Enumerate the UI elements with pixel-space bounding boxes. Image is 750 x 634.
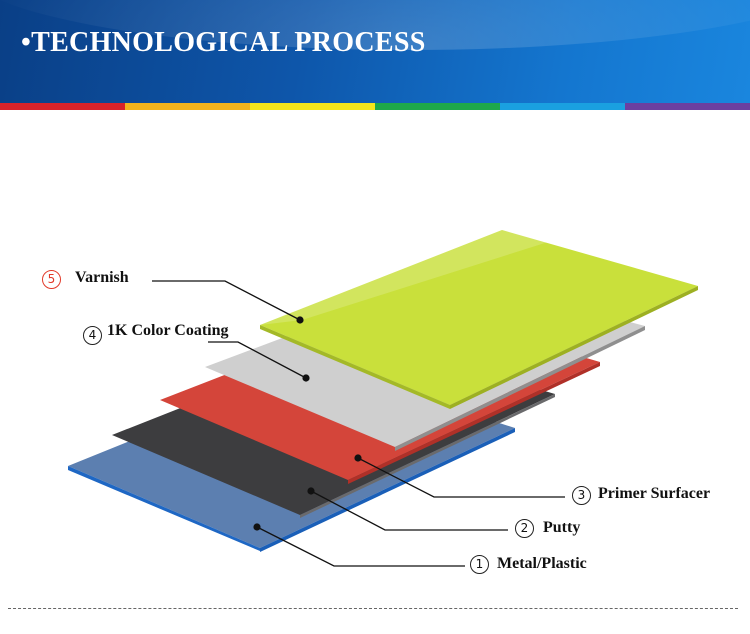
strip-segment-4	[375, 103, 500, 110]
strip-segment-5	[500, 103, 625, 110]
label-varnish: Varnish	[75, 269, 129, 286]
leader-metal-plastic	[256, 526, 465, 567]
strip-segment-3	[250, 103, 375, 110]
layer-varnish	[260, 230, 698, 409]
dot-metal-plastic	[253, 523, 261, 531]
number-badge-color-coating: 4	[83, 326, 102, 345]
dot-varnish	[296, 316, 304, 324]
label-primer-surfacer: Primer Surfacer	[598, 485, 711, 502]
color-strip	[0, 103, 750, 110]
leader-color-coating	[208, 341, 307, 379]
number-badge-putty: 2	[515, 519, 534, 538]
strip-segment-1	[0, 103, 125, 110]
bottom-divider	[8, 608, 738, 609]
strip-segment-6	[625, 103, 750, 110]
leader-dots	[253, 316, 362, 531]
leader-primer-surfacer	[357, 457, 565, 498]
dot-putty	[307, 487, 315, 495]
number-badge-primer-surfacer: 3	[572, 486, 591, 505]
strip-segment-2	[125, 103, 250, 110]
number-badge-metal-plastic: 1	[470, 555, 489, 574]
label-putty: Putty	[543, 519, 581, 536]
leader-putty	[310, 490, 508, 531]
number-badge-varnish: 5	[42, 270, 61, 289]
leader-lines	[152, 280, 565, 567]
leader-varnish	[152, 280, 301, 321]
label-color-coating: 1K Color Coating	[107, 322, 229, 339]
header-banner: •TECHNOLOGICAL PROCESS	[0, 0, 750, 103]
dot-color-coating	[302, 374, 310, 382]
label-metal-plastic: Metal/Plastic	[497, 555, 587, 572]
dot-primer-surfacer	[354, 454, 362, 462]
page-title: •TECHNOLOGICAL PROCESS	[21, 27, 426, 58]
